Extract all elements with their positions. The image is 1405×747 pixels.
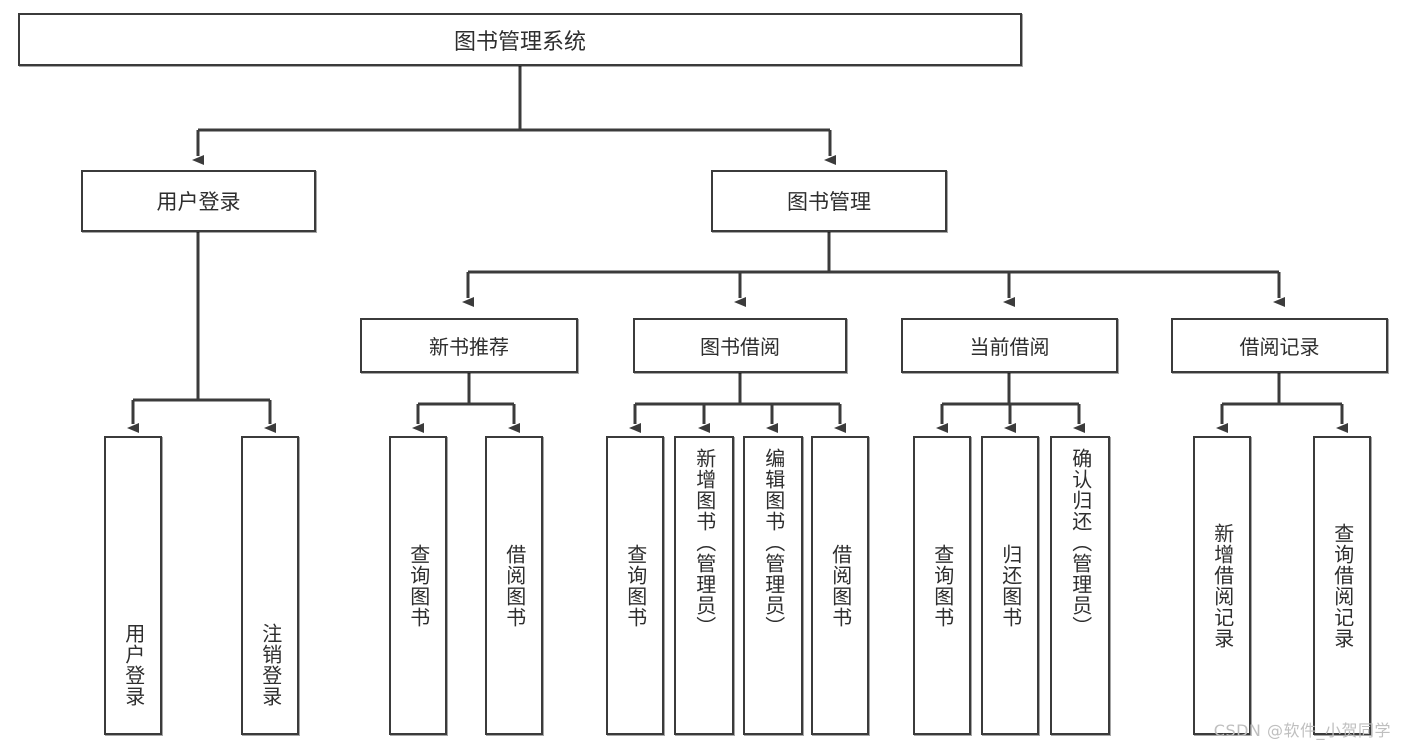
leaf-add-book[interactable]: 新增图书（管理员） [674,436,734,735]
node-book-management[interactable]: 图书管理 [711,170,947,232]
leaf-add-record[interactable]: 新增借阅记录 [1193,436,1251,735]
leaf-query-book-rec[interactable]: 查询图书 [389,436,447,735]
leaf-query-book-label: 查询图书 [623,543,648,628]
node-user-login[interactable]: 用户登录 [81,170,316,232]
node-book-borrow-label: 图书借阅 [700,335,780,359]
node-current-borrow[interactable]: 当前借阅 [901,318,1118,373]
node-borrow-record-label: 借阅记录 [1239,335,1320,359]
node-current-borrow-label: 当前借阅 [969,335,1050,359]
leaf-edit-book[interactable]: 编辑图书（管理员） [743,436,803,735]
leaf-query-book-cur[interactable]: 查询图书 [913,436,971,735]
leaf-add-book-label: 新增图书（管理员） [692,448,717,637]
leaf-borrow-book-rec-label: 借阅图书 [502,543,527,628]
leaf-query-book-rec-label: 查询图书 [406,543,431,628]
node-root-label: 图书管理系统 [453,29,586,55]
leaf-return-book[interactable]: 归还图书 [981,436,1039,735]
leaf-borrow-book[interactable]: 借阅图书 [811,436,869,735]
leaf-return-book-label: 归还图书 [998,543,1023,628]
leaf-query-record[interactable]: 查询借阅记录 [1313,436,1371,735]
leaf-add-record-label: 新增借阅记录 [1210,522,1235,649]
leaf-borrow-book-label: 借阅图书 [828,543,853,628]
leaf-query-book-cur-label: 查询图书 [930,543,955,628]
leaf-logout[interactable]: 注销登录 [241,436,299,735]
node-borrow-record[interactable]: 借阅记录 [1171,318,1388,373]
node-new-book-recommend[interactable]: 新书推荐 [360,318,578,373]
node-book-management-label: 图书管理 [787,190,871,214]
node-new-book-recommend-label: 新书推荐 [429,335,509,359]
leaf-user-login[interactable]: 用户登录 [104,436,162,735]
leaf-query-book[interactable]: 查询图书 [606,436,664,735]
leaf-logout-label: 注销登录 [258,623,283,707]
leaf-borrow-book-rec[interactable]: 借阅图书 [485,436,543,735]
leaf-confirm-return-label: 确认归还（管理员） [1068,448,1093,637]
leaf-edit-book-label: 编辑图书（管理员） [761,448,786,637]
node-root-system[interactable]: 图书管理系统 [18,13,1022,66]
leaf-confirm-return[interactable]: 确认归还（管理员） [1050,436,1110,735]
node-user-login-label: 用户登录 [156,190,241,214]
leaf-user-login-label: 用户登录 [121,623,146,707]
node-book-borrow[interactable]: 图书借阅 [633,318,847,373]
watermark-text: CSDN @软件_小贺同学 [1213,721,1391,740]
leaf-query-record-label: 查询借阅记录 [1330,522,1355,649]
